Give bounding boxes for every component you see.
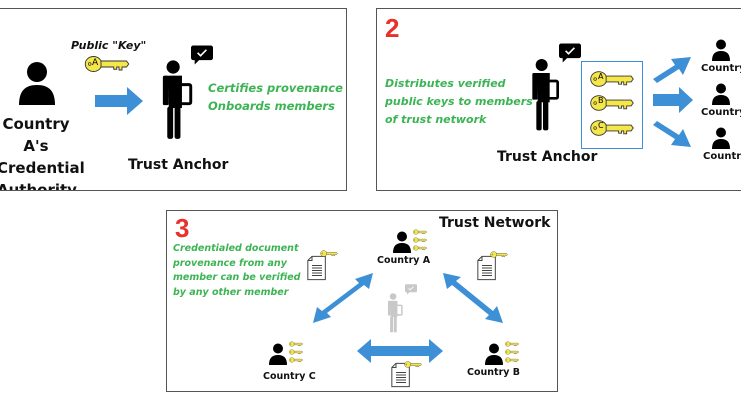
trust-anchor-label: Trust Anchor <box>128 157 229 173</box>
anchor-role: Certifies provenance <box>208 81 343 95</box>
key-icon <box>413 229 427 235</box>
panel-trust-network: 3 Trust Network Credentialed document pr… <box>166 210 558 392</box>
faded-speech-check-icon <box>405 284 417 295</box>
step-number: 3 <box>175 213 190 243</box>
key-letter: A <box>598 72 604 81</box>
authority-label-line: Credential <box>0 159 85 177</box>
key-icon <box>289 341 303 347</box>
distribution-description: Distributes verified public keys to memb… <box>385 75 533 129</box>
key-a-icon <box>84 55 130 73</box>
key-icon <box>413 237 427 243</box>
arrow-right-icon <box>653 87 693 113</box>
key-letter: A <box>92 58 99 68</box>
key-letter: C <box>598 121 604 130</box>
panel-onboarding: Country A's Credential Authority Public … <box>0 8 347 191</box>
key-icon <box>505 349 519 355</box>
description-line: provenance from any <box>173 257 287 269</box>
arrow-down-right-icon <box>653 121 691 147</box>
speech-check-icon <box>191 45 213 65</box>
trust-anchor-label: Trust Anchor <box>497 149 598 165</box>
country-person-icon <box>711 83 731 105</box>
network-description: Credentialed document provenance from an… <box>173 242 300 300</box>
authority-label-line: Authority <box>0 181 77 191</box>
authority-label: Country A's Credential Authority <box>0 113 85 191</box>
panel-distribution: 2 Distributes verified public keys to me… <box>376 8 741 191</box>
key-icon <box>320 250 338 257</box>
member-label: Country C <box>263 371 316 382</box>
country-person-icon <box>711 127 731 149</box>
description-line: public keys to members <box>385 95 533 108</box>
description-line: of trust network <box>385 113 487 126</box>
key-icon <box>404 361 422 368</box>
member-country-b: Country B <box>467 341 553 391</box>
key-icon <box>505 357 519 363</box>
bidirectional-arrow-a-b <box>443 273 503 323</box>
key-b-icon <box>590 94 634 112</box>
public-key-caption: Public "Key" <box>71 39 147 52</box>
step-number: 2 <box>385 13 400 43</box>
description-line: by any other member <box>173 286 289 298</box>
faded-trust-anchor-icon <box>385 285 407 341</box>
key-letter: B <box>598 96 604 105</box>
key-a-icon <box>590 70 634 88</box>
anchor-role: Onboards members <box>208 99 335 113</box>
bidirectional-arrow-c-b <box>357 339 443 363</box>
arrow-up-right-icon <box>653 57 691 83</box>
recipient-label: Country <box>703 151 741 162</box>
key-icon <box>490 251 508 258</box>
arrow-right-icon <box>95 87 143 115</box>
key-icon <box>413 245 427 251</box>
key-icon <box>289 349 303 355</box>
member-label: Country B <box>467 367 520 378</box>
key-icon <box>505 341 519 347</box>
member-label: Country A <box>377 255 431 266</box>
description-line: member can be verified <box>173 272 301 283</box>
member-country-c: Country C <box>263 341 337 391</box>
description-line: Distributes verified <box>385 77 506 90</box>
key-bundle-box: A B C <box>581 61 643 149</box>
bidirectional-arrow-a-c <box>313 273 373 323</box>
country-person-icon <box>391 231 413 253</box>
authority-label-line: Country A's <box>2 115 70 155</box>
authority-person-icon <box>17 61 57 105</box>
document-icon <box>307 255 327 281</box>
recipient-label: Country <box>701 107 741 118</box>
country-person-icon <box>711 39 731 61</box>
recipient-label: Country <box>701 63 741 74</box>
country-person-icon <box>267 343 289 365</box>
trust-network-title: Trust Network <box>439 215 551 231</box>
key-icon <box>289 357 303 363</box>
speech-check-icon <box>559 43 581 63</box>
country-person-icon <box>483 343 505 365</box>
document-icon <box>477 255 497 281</box>
key-c-icon <box>590 119 634 137</box>
description-line: Credentialed document <box>173 243 299 254</box>
member-country-a: Country A <box>377 229 461 279</box>
anchor-roles: Certifies provenance Onboards members <box>208 79 343 115</box>
